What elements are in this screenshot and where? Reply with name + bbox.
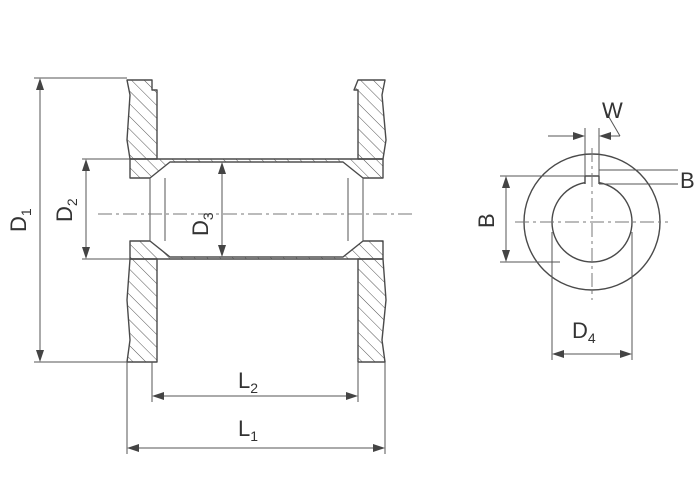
dimension-b: B (474, 175, 585, 263)
dimension-d4: D4 (551, 232, 633, 360)
end-view (515, 148, 668, 300)
dimension-l2: L2 (151, 362, 359, 402)
label-l1: L1 (238, 416, 258, 444)
right-flange-upper (353, 79, 387, 160)
label-b-right: B (680, 168, 695, 193)
label-d2: D2 (52, 198, 80, 222)
label-w: W (602, 98, 623, 123)
dimension-l1: L1 (126, 362, 386, 454)
left-flange-lower (126, 258, 158, 363)
right-flange-lower (357, 258, 387, 363)
dimension-d3: D3 (188, 162, 226, 257)
dimension-b-keyway: B (599, 168, 695, 193)
dimension-d1: D1 (6, 77, 127, 363)
side-section-view (98, 79, 412, 363)
label-d3: D3 (188, 212, 216, 236)
dimension-d2: D2 (52, 158, 130, 260)
left-flange-upper (126, 79, 158, 160)
label-l2: L2 (238, 368, 258, 396)
label-b-left: B (474, 213, 499, 228)
hub-wall-lower (129, 240, 384, 260)
label-d4: D4 (572, 318, 596, 346)
dimension-w: W (548, 98, 623, 176)
label-d1: D1 (6, 208, 34, 232)
